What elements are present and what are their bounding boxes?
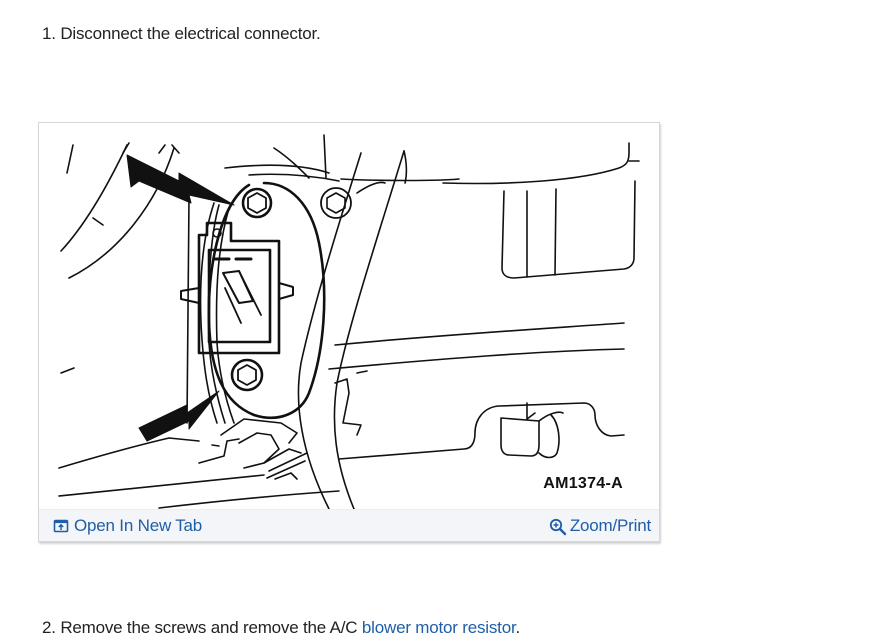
figure-caption-bar: Open In New Tab Zoom/Print xyxy=(39,509,659,541)
step-2-period: . xyxy=(515,618,521,637)
blower-motor-resistor-link[interactable]: blower motor resistor xyxy=(361,618,516,637)
step-1-text: Disconnect the electrical connector. xyxy=(60,24,321,43)
step-2-number: 2. xyxy=(42,618,56,637)
blower-resistor-diagram[interactable]: AM1374-A xyxy=(39,123,659,509)
open-in-new-tab-link[interactable]: Open In New Tab xyxy=(53,516,202,536)
step-2-instruction: 2. Remove the screws and remove the A/C … xyxy=(42,618,520,638)
zoom-print-label: Zoom/Print xyxy=(569,516,651,535)
step-1-number: 1. xyxy=(42,24,56,43)
magnifier-plus-icon xyxy=(549,518,567,536)
step-1-instruction: 1. Disconnect the electrical connector. xyxy=(42,24,321,44)
open-in-new-tab-label: Open In New Tab xyxy=(74,516,203,535)
zoom-print-link[interactable]: Zoom/Print xyxy=(549,516,651,536)
procedure-figure: AM1374-A Open In New Tab Zoom/Print xyxy=(38,122,660,542)
open-in-new-tab-icon xyxy=(53,518,69,534)
diagram-code-label: AM1374-A xyxy=(543,475,623,492)
step-2-text: Remove the screws and remove the A/C xyxy=(60,618,358,637)
